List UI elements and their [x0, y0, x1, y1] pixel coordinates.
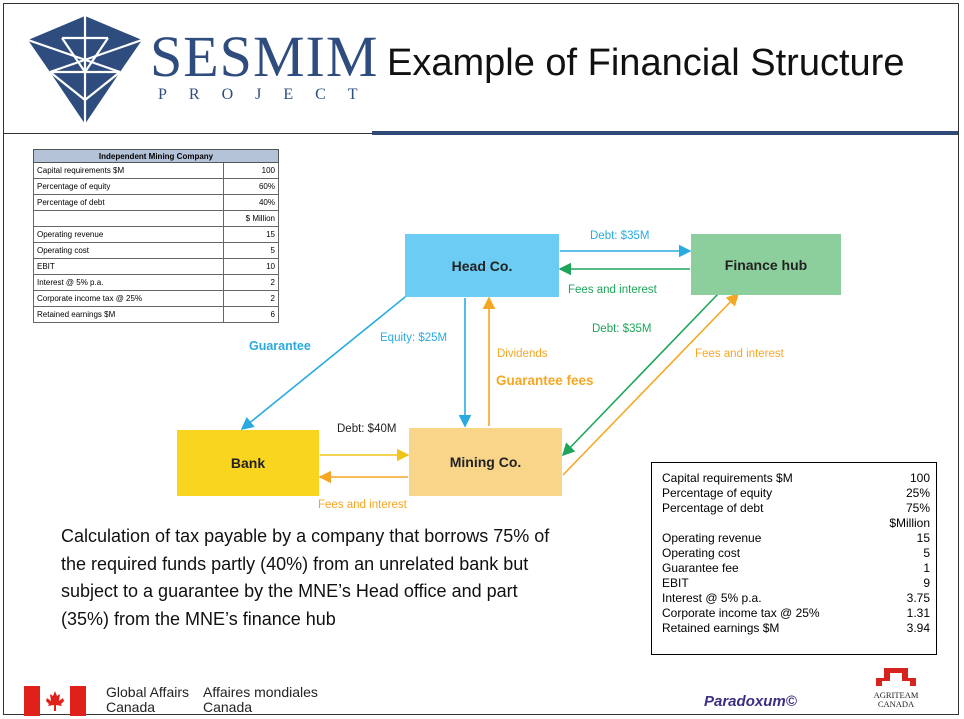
scenario-table-label: Capital requirements $M — [662, 471, 793, 485]
company-table-row: Interest @ 5% p.a.2 — [33, 274, 279, 291]
scenario-table-label: Interest @ 5% p.a. — [662, 591, 762, 605]
arrow-fees-mining-to-finance — [562, 292, 740, 476]
node-bank-label: Bank — [230, 455, 266, 471]
node-mining-co-label: Mining Co. — [449, 454, 522, 470]
label-debt35-right: Debt: $35M — [592, 323, 652, 335]
footer-fr-line1: Affaires mondiales — [203, 684, 318, 700]
company-table: Independent Mining Company Capital requi… — [33, 149, 279, 323]
scenario-table-value: 15 — [916, 531, 930, 545]
scenario-table-row: Capital requirements $M 100 — [662, 471, 930, 486]
scenario-table-value: 25% — [905, 486, 930, 500]
label-guarantee: Guarantee — [249, 339, 311, 353]
node-bank: Bank — [177, 430, 319, 496]
slide-frame — [3, 3, 959, 715]
scenario-table-value: $Million — [889, 516, 930, 530]
scenario-table-row: EBIT 9 — [662, 576, 930, 591]
scenario-table-row: Corporate income tax @ 25% 1.31 — [662, 606, 930, 621]
company-table-row: Corporate income tax @ 25%2 — [33, 290, 279, 307]
scenario-table-row: Operating cost 5 — [662, 546, 930, 561]
scenario-table-row: Interest @ 5% p.a. 3.75 — [662, 591, 930, 606]
scenario-table-label: Operating cost — [662, 546, 741, 560]
scenario-table-value: 3.75 — [906, 591, 930, 605]
calculation-text: Calculation of tax payable by a company … — [61, 526, 550, 629]
scenario-table-row: Percentage of equity 25% — [662, 486, 930, 501]
agriteam-line2: CANADA — [877, 699, 915, 709]
footer-en-line2: Canada — [106, 699, 156, 715]
scenario-table-row: Operating revenue 15 — [662, 531, 930, 546]
scenario-table-row: Retained earnings $M 3.94 — [662, 621, 930, 636]
scenario-table-value: 9 — [923, 576, 930, 590]
footer-fr-line2: Canada — [203, 699, 253, 715]
arrow-guarantee-head-to-bank — [240, 292, 411, 431]
label-debt40: Debt: $40M — [337, 423, 397, 435]
company-table-value: 15 — [223, 226, 279, 243]
scenario-table-label: EBIT — [662, 576, 689, 590]
paradoxum-credit: Paradoxum© — [704, 693, 797, 710]
scenario-table-value: 100 — [909, 471, 930, 485]
company-table-title: Independent Mining Company — [33, 149, 279, 163]
agriteam-line1: AGRITEAM — [873, 690, 919, 700]
label-guarantee-fees: Guarantee fees — [496, 373, 594, 388]
footer-global-affairs-en: Global Affairs Canada — [106, 685, 189, 715]
label-fees-right: Fees and interest — [695, 348, 784, 360]
scenario-table-row: Percentage of debt 75% — [662, 501, 930, 516]
label-debt35-top: Debt: $35M — [590, 230, 650, 242]
header-accent-bar — [372, 131, 958, 135]
brand-name: SESMIM — [150, 24, 379, 89]
node-head-co: Head Co. — [405, 234, 559, 297]
arrow-debt-finance-to-mining — [561, 293, 719, 457]
canada-flag-icon — [24, 686, 86, 716]
scenario-table-row: Guarantee fee 1 — [662, 561, 930, 576]
footer-global-affairs-fr: Affaires mondiales Canada — [203, 685, 318, 715]
scenario-table-label: Percentage of equity — [662, 486, 773, 500]
node-head-co-label: Head Co. — [451, 257, 513, 274]
footer-en-line1: Global Affairs — [106, 684, 190, 700]
company-table-row: $ Million — [33, 210, 279, 227]
node-finance-hub: Finance hub — [691, 234, 841, 295]
label-fees-bottom: Fees and interest — [318, 499, 407, 511]
label-equity: Equity: $25M — [380, 332, 448, 344]
scenario-table-label: Corporate income tax @ 25% — [662, 606, 820, 620]
scenario-table-value: 1 — [923, 561, 930, 575]
slide-title: Example of Financial Structure — [387, 42, 905, 84]
company-table-value: 6 — [223, 306, 279, 323]
node-finance-hub-label: Finance hub — [724, 256, 808, 273]
scenario-table-value: 1.31 — [906, 606, 930, 620]
agriteam-roof-icon — [876, 668, 916, 686]
scenario-table-label: Retained earnings $M — [662, 621, 780, 635]
scenario-table-value: 3.94 — [906, 621, 930, 635]
node-mining-co: Mining Co. — [409, 428, 562, 496]
scenario-table-label: Guarantee fee — [662, 561, 739, 575]
brand-subtitle: PROJECT — [158, 86, 380, 103]
brand: SESMIM PROJECT — [150, 28, 380, 104]
scenario-table-label: Percentage of debt — [662, 501, 764, 515]
agriteam-logo: AGRITEAM CANADA — [868, 664, 924, 709]
label-dividends: Dividends — [497, 348, 548, 360]
scenario-table-value: 5 — [923, 546, 930, 560]
label-fees-top: Fees and interest — [568, 284, 657, 296]
scenario-table-value: 75% — [905, 501, 930, 515]
scenario-table-row: $Million — [662, 516, 930, 531]
sesmim-logo-icon — [27, 16, 143, 124]
scenario-table-label: Operating revenue — [662, 531, 762, 545]
